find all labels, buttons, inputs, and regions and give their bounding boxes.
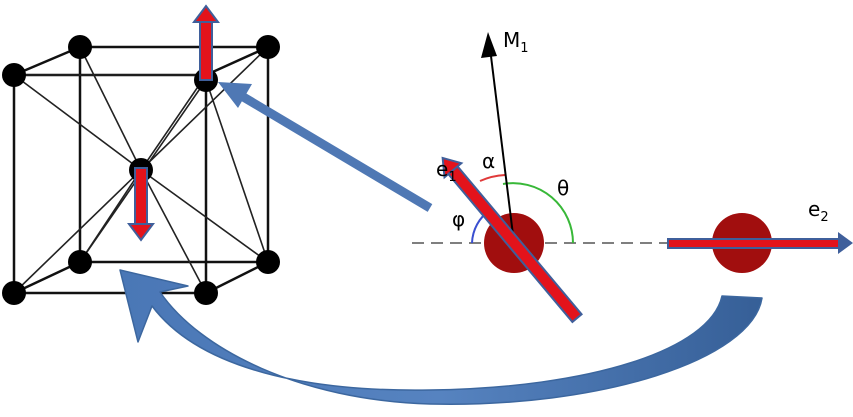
theta-arc	[502, 182, 574, 244]
label-theta: θ	[557, 176, 569, 200]
label-e1: e1	[436, 157, 457, 185]
pointer-arrow	[218, 82, 433, 212]
angle-schematic: M1 e1 e2 α θ φ	[412, 28, 853, 324]
m1-arrow	[481, 32, 515, 244]
atom-back-top-left	[68, 35, 92, 59]
atom-front-bottom-left	[2, 281, 26, 305]
e1-dipole-arrow	[441, 156, 583, 324]
dipole-down-arrow	[127, 167, 155, 242]
alpha-arc	[479, 174, 506, 182]
label-alpha: α	[482, 149, 495, 173]
atom-front-bottom-right	[194, 281, 218, 305]
label-m1: M1	[503, 28, 529, 56]
lattice-diagram	[2, 4, 280, 305]
dipole-up-arrow	[192, 4, 220, 81]
atom-front-top-left	[2, 63, 26, 87]
label-phi: φ	[452, 207, 465, 231]
e2-dipole-arrow	[667, 232, 853, 254]
curved-return-arrow	[119, 269, 763, 405]
atom-back-bottom-right	[256, 250, 280, 274]
atom-back-bottom-left	[68, 250, 92, 274]
label-e2: e2	[808, 197, 829, 225]
atom-back-top-right	[256, 35, 280, 59]
